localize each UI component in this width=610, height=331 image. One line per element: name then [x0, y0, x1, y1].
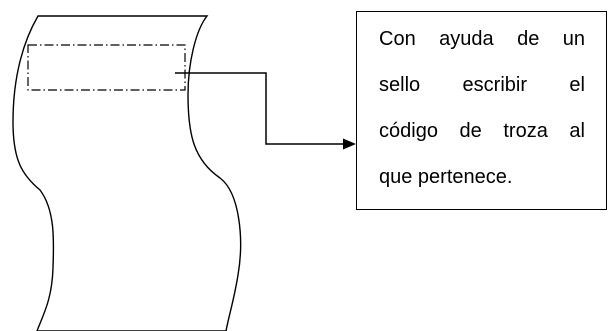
paper-sheet-icon: [12, 15, 242, 331]
arrow-head-icon: [343, 138, 356, 150]
note-line-3: código de troza al: [379, 120, 585, 142]
note-line-2: sello escribir el: [379, 74, 585, 96]
stamp-area-outline: [27, 44, 186, 91]
connector-line: [175, 72, 344, 145]
note-box: Con ayuda de un sello escribir el código…: [356, 11, 607, 210]
note-line-4: que pertenece.: [379, 166, 513, 188]
note-line-1: Con ayuda de un: [379, 28, 585, 50]
